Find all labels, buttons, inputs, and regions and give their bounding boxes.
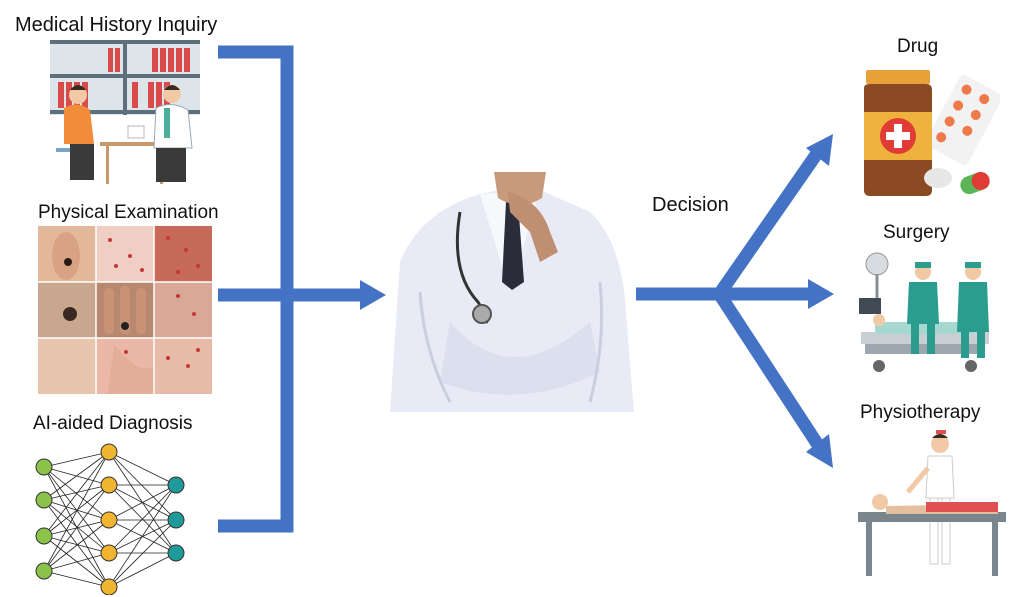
nn-node [100, 476, 118, 494]
thinking-doctor-photo [390, 172, 634, 412]
nn-connection [43, 535, 110, 554]
surgeons-operating-icon [859, 252, 989, 372]
nn-node [100, 443, 118, 461]
nn-connection [43, 552, 110, 572]
nn-connection [43, 484, 110, 572]
surgery-label: Surgery [883, 222, 950, 243]
nn-node [167, 511, 185, 529]
nn-node [167, 476, 185, 494]
nn-connection [43, 451, 110, 468]
nn-connection [43, 451, 110, 572]
ai-label: AI-aided Diagnosis [33, 413, 193, 434]
nn-node [100, 578, 118, 595]
nn-connection [108, 552, 177, 588]
nn-connection [43, 519, 110, 572]
nn-node [100, 544, 118, 562]
nn-connection [108, 484, 177, 554]
consultation-illustration [50, 40, 200, 184]
nn-connection [43, 451, 110, 537]
nn-connection [108, 451, 177, 486]
massage-therapy-icon [858, 430, 1006, 576]
nn-connection [43, 451, 110, 501]
decision-label: Decision [652, 194, 729, 216]
nn-connection [108, 451, 177, 521]
nn-connection [43, 535, 110, 588]
history-label: Medical History Inquiry [15, 14, 218, 36]
nn-connection [43, 570, 110, 588]
nn-node [35, 527, 53, 545]
nn-connection [43, 499, 110, 554]
skin-lesion-photos [38, 226, 212, 394]
nn-connection [43, 484, 110, 537]
neural-network-icon [35, 443, 185, 595]
drug-label: Drug [897, 36, 939, 57]
nn-node [35, 562, 53, 580]
medicine-bottle-icon [864, 70, 1000, 196]
nn-connection [108, 519, 177, 588]
exam-label: Physical Examination [38, 202, 219, 223]
nn-node [35, 458, 53, 476]
physio-label: Physiotherapy [860, 402, 981, 423]
nn-connection [43, 499, 110, 588]
arrow-to-drug [806, 134, 833, 166]
nn-node [100, 511, 118, 529]
nn-node [35, 491, 53, 509]
nn-connection [43, 484, 110, 501]
arrow-to-physio [806, 434, 833, 468]
arrow-to-doctor [360, 280, 386, 310]
arrow-to-surgery [808, 279, 834, 309]
nn-connection [108, 484, 177, 521]
nn-node [167, 544, 185, 562]
nn-connection [108, 484, 177, 588]
